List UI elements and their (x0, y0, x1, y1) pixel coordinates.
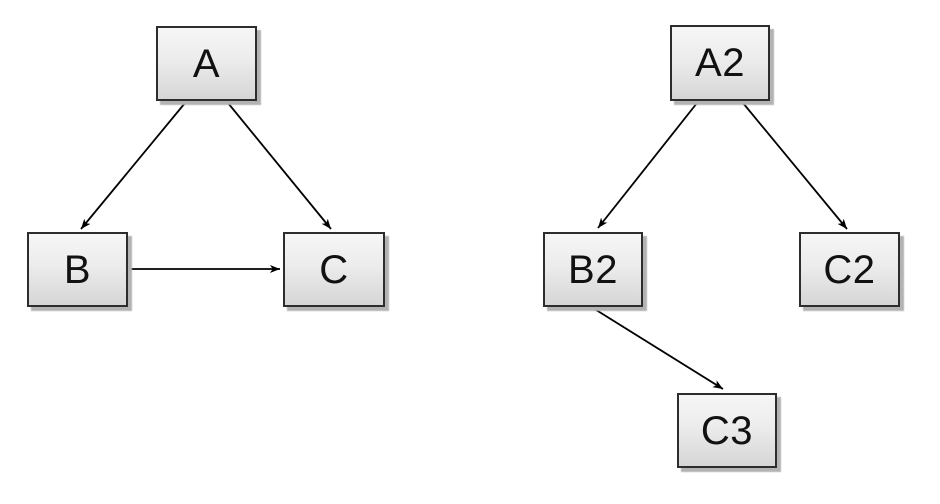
node-label: C (319, 247, 349, 292)
edge-A2-to-B2 (597, 102, 698, 229)
node-A[interactable]: A (156, 26, 257, 101)
node-label: A (192, 41, 221, 86)
node-A2[interactable]: A2 (670, 25, 770, 101)
node-label: A2 (695, 41, 745, 85)
edge-A2-to-C2 (742, 102, 848, 230)
node-label: C2 (823, 247, 876, 292)
node-C2[interactable]: C2 (799, 232, 900, 307)
node-B[interactable]: B (27, 232, 128, 307)
node-C3[interactable]: C3 (677, 393, 777, 468)
edge-A-to-B (80, 102, 186, 230)
node-label: C3 (700, 408, 754, 453)
node-label: B (63, 247, 92, 292)
node-label: B2 (568, 247, 618, 292)
node-C[interactable]: C (283, 232, 385, 307)
edges-group (80, 102, 848, 390)
edge-A-to-C (227, 102, 332, 230)
node-B2[interactable]: B2 (543, 232, 643, 307)
edge-B2-to-C3 (592, 307, 724, 390)
